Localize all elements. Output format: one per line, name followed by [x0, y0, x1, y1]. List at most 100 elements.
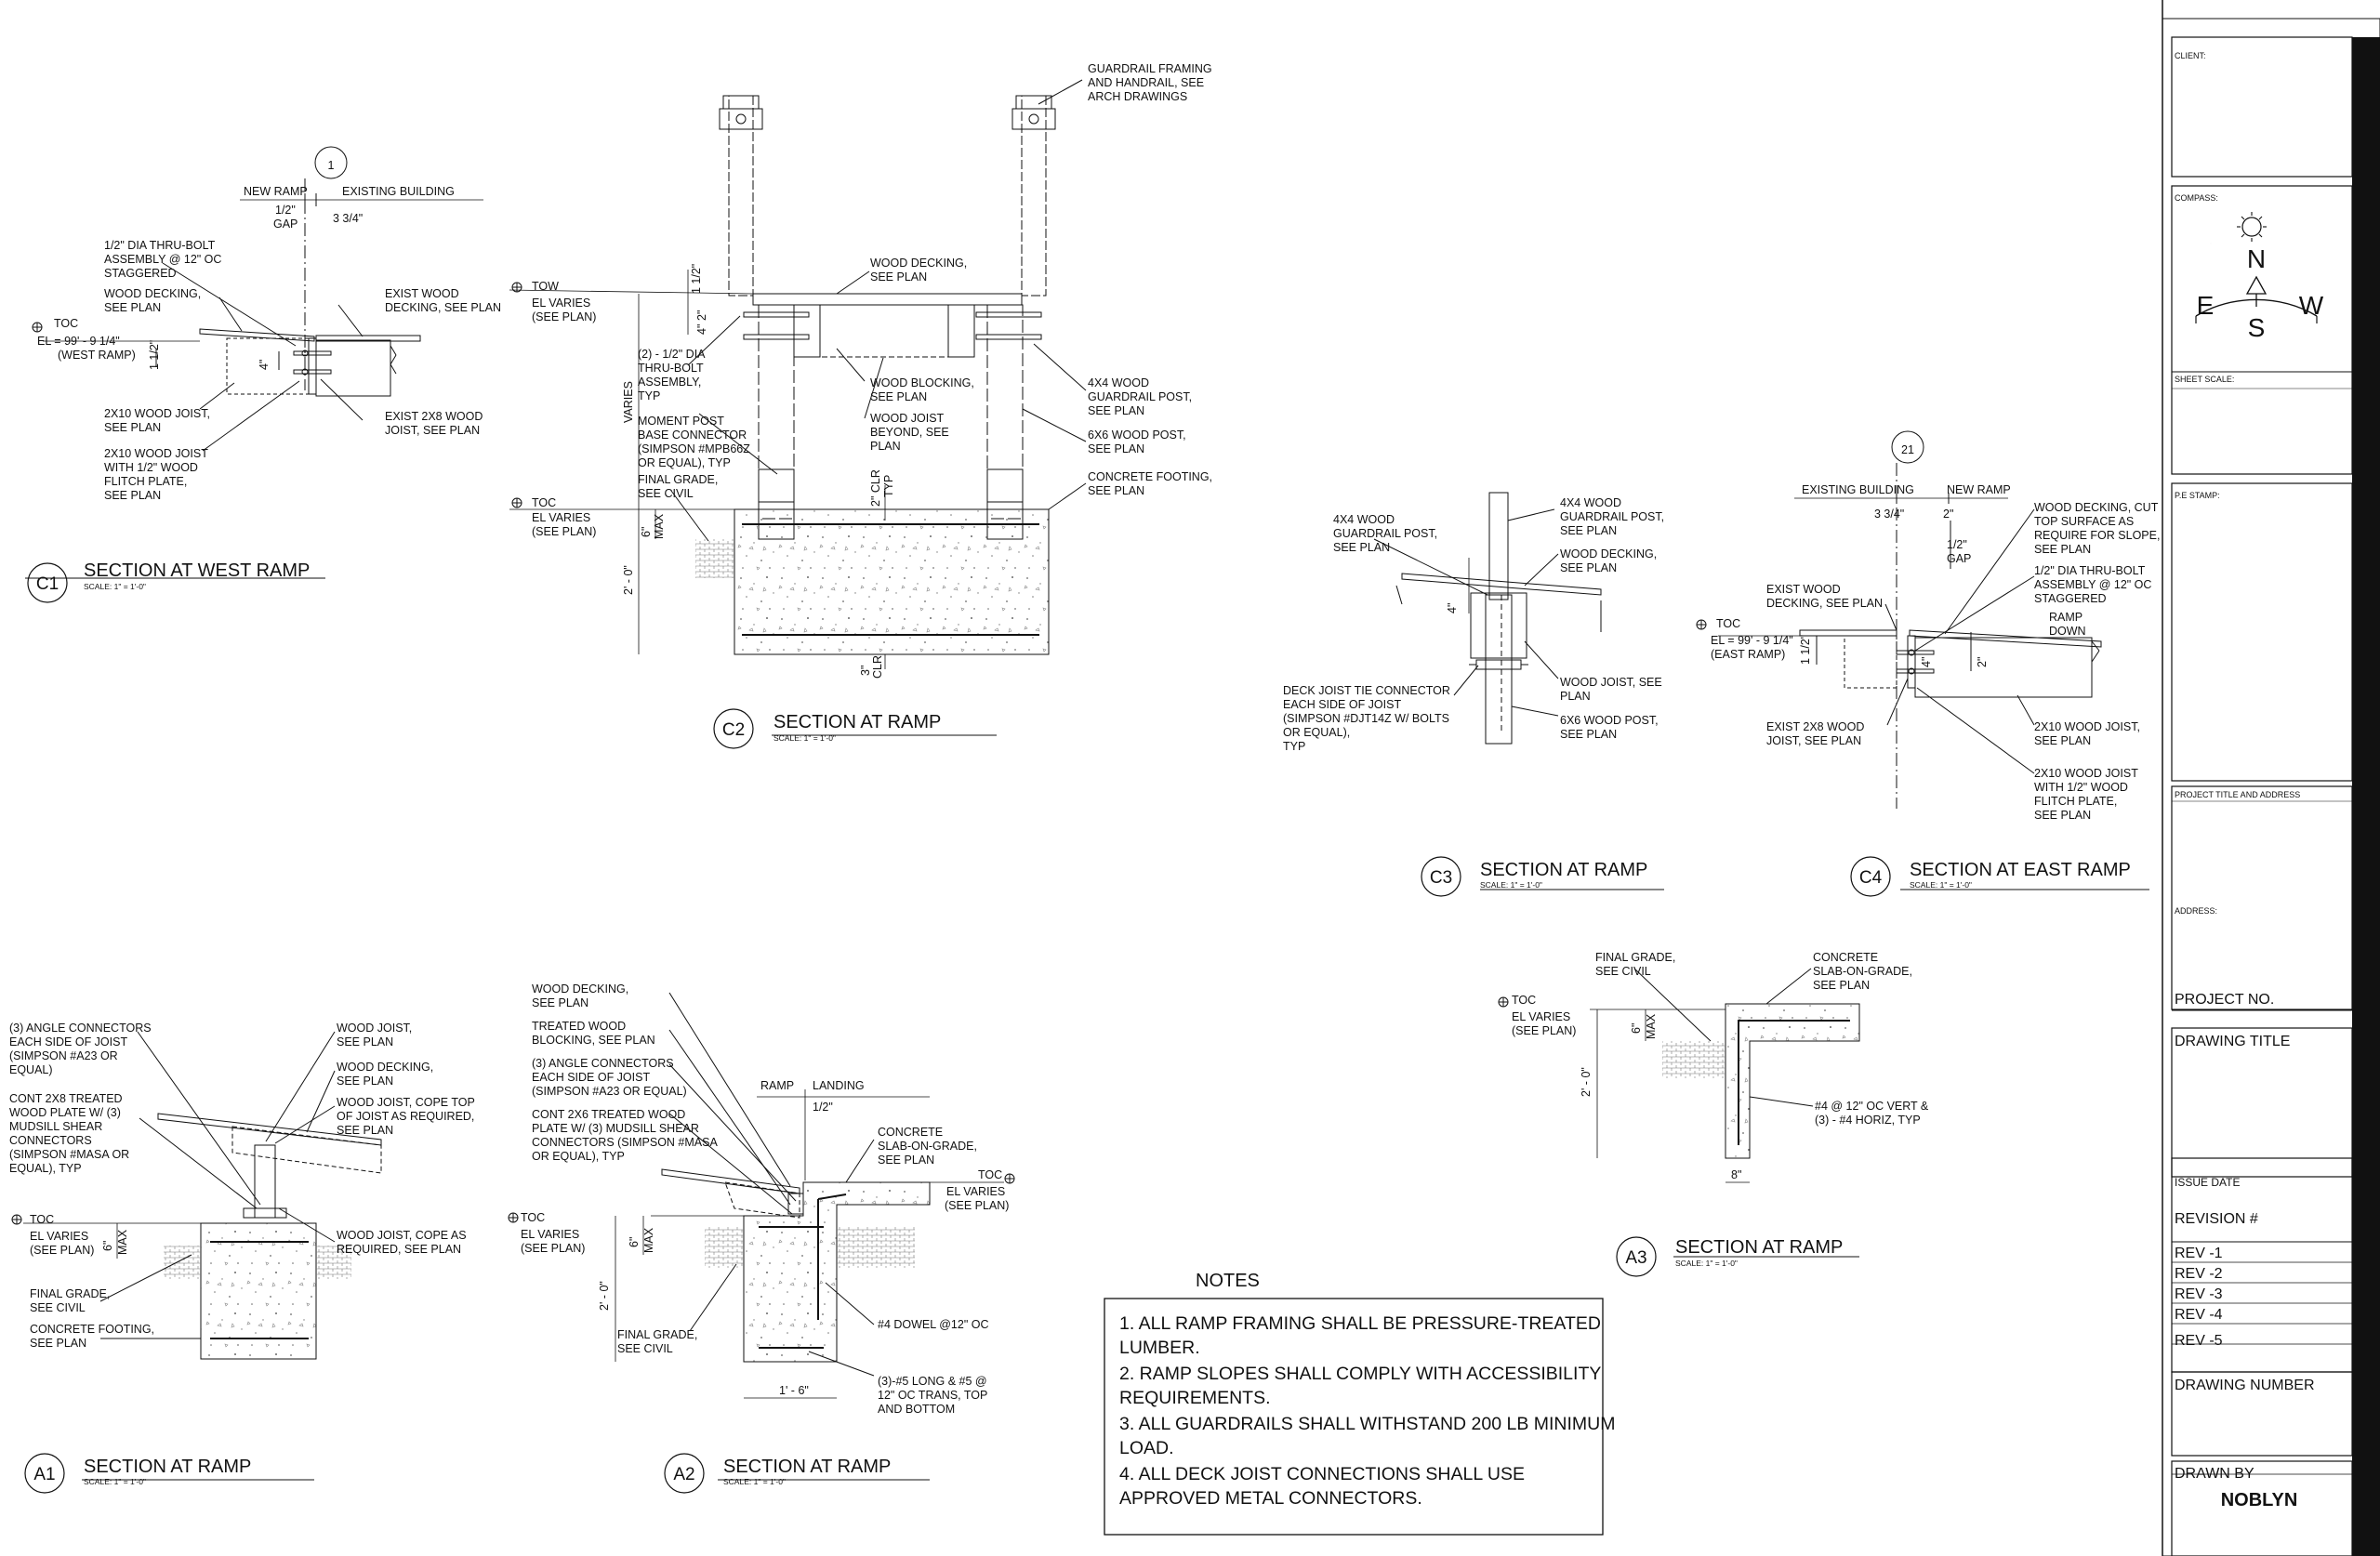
c4-bubble-text: C4: [1859, 868, 1883, 888]
detail-c2: [509, 79, 1087, 736]
c1-el-2: (WEST RAMP): [58, 349, 136, 362]
a2-dim-6: 6": [628, 1237, 641, 1247]
tb-client: CLIENT:: [2175, 51, 2206, 60]
a3-note-slab-2: SLAB-ON-GRADE,: [1813, 965, 1912, 978]
c1-note-thru-bolt-2: ASSEMBLY @ 12" OC: [104, 253, 221, 266]
c2-dim-2-clr: 2" CLR: [869, 469, 882, 507]
a3-note-slab-1: CONCRETE: [1813, 951, 1878, 964]
a2-el-varies-1: EL VARIES: [521, 1228, 579, 1241]
a2-el-varies-2: (SEE PLAN): [521, 1242, 585, 1255]
a1-note-plate-2: WOOD PLATE W/ (3): [9, 1106, 121, 1119]
c2-note-wood-decking-2: SEE PLAN: [870, 270, 927, 284]
c2-note-moment-2: BASE CONNECTOR: [638, 429, 747, 442]
tb-compass: COMPASS:: [2175, 193, 2218, 203]
a2-note-slab-1: CONCRETE: [878, 1126, 943, 1139]
tb-rev-1: REV -1: [2175, 1246, 2223, 1261]
notes-block: NOTES 1. ALL RAMP FRAMING SHALL BE PRESS…: [1104, 1271, 1616, 1536]
a3-toc-label: TOC: [1512, 994, 1536, 1007]
c1-note-2x10-2: SEE PLAN: [104, 421, 161, 434]
c1-note-flitch-3: FLITCH PLATE,: [104, 475, 187, 488]
a1-note-angle-1: (3) ANGLE CONNECTORS: [9, 1022, 152, 1035]
c3-note-tie-4: OR EQUAL),: [1283, 726, 1350, 739]
c2-title: SECTION AT RAMP: [774, 712, 941, 732]
a1-dim-6: 6": [101, 1241, 114, 1251]
c1-ref-bubble-text: 1: [328, 159, 335, 172]
c4-dim-4: 4": [1920, 657, 1933, 667]
c2-note-wood-decking-1: WOOD DECKING,: [870, 257, 967, 270]
a1-note-cope-as-1: WOOD JOIST, COPE AS: [337, 1229, 467, 1242]
a1-note-grade-1: FINAL GRADE,: [30, 1287, 110, 1300]
c1-note-wood-decking-1: WOOD DECKING,: [104, 287, 201, 300]
c2-note-thru-bolt-2: THRU-BOLT: [638, 362, 704, 375]
c2-note-guardrail-2: AND HANDRAIL, SEE: [1088, 76, 1204, 89]
c2-bubble-text: C2: [722, 720, 745, 740]
c2-dim-3: 3": [859, 666, 872, 676]
c3-note-tie-5: TYP: [1283, 740, 1305, 753]
c2-tow-label: TOW: [532, 280, 559, 293]
a1-bubble-text: A1: [33, 1465, 55, 1484]
c1-note-exist-decking-2: DECKING, SEE PLAN: [385, 301, 501, 314]
tb-project-no: PROJECT NO.: [2175, 992, 2274, 1008]
a1-section-bubble: [24, 1453, 65, 1494]
c2-dim-clr: CLR: [871, 655, 884, 679]
detail-c1-text: 1 NEW RAMP EXISTING BUILDING 1/2" GAP 3 …: [27, 159, 501, 603]
c4-note-2x10-2: SEE PLAN: [2034, 734, 2091, 747]
c2-el-varies-2: (SEE PLAN): [532, 310, 596, 323]
c1-note-exist-2x8-1: EXIST 2X8 WOOD: [385, 410, 483, 423]
c1-dim-1-1-2: 1 1/2": [148, 340, 161, 370]
c4-note-decking-3: REQUIRE FOR SLOPE,: [2034, 529, 2160, 542]
c2-note-moment-4: OR EQUAL), TYP: [638, 456, 731, 469]
a3-note-grade-1: FINAL GRADE,: [1595, 951, 1675, 964]
detail-a1: [11, 1031, 382, 1481]
detail-c4: [1696, 430, 2149, 890]
c2-note-blocking-1: WOOD BLOCKING,: [870, 376, 974, 389]
title-block-text: CLIENT: COMPASS: N S E W SHEET SCALE: P.…: [2175, 51, 2324, 1510]
a2-note-rebar-3: AND BOTTOM: [878, 1403, 955, 1416]
c1-note-flitch-1: 2X10 WOOD JOIST: [104, 447, 208, 460]
tb-rev-3: REV -3: [2175, 1286, 2223, 1302]
c4-note-thru-bolt-2: ASSEMBLY @ 12" OC: [2034, 578, 2151, 591]
c4-note-exist-2x8-2: JOIST, SEE PLAN: [1766, 734, 1861, 747]
notes-line-4: REQUIREMENTS.: [1119, 1388, 1271, 1408]
detail-c1: [25, 146, 483, 579]
c1-title: SECTION AT WEST RAMP: [84, 560, 310, 581]
notes-line-7: 4. ALL DECK JOIST CONNECTIONS SHALL USE: [1119, 1464, 1525, 1484]
c2-note-joist-1: WOOD JOIST: [870, 412, 945, 425]
tb-pe-stamp: P.E STAMP:: [2175, 491, 2220, 500]
a1-title: SECTION AT RAMP: [84, 1457, 251, 1477]
tb-rev-2: REV -2: [2175, 1266, 2223, 1282]
a2-note-slab-2: SLAB-ON-GRADE,: [878, 1140, 977, 1153]
a3-note-rebar-2: (3) - #4 HORIZ, TYP: [1815, 1114, 1921, 1127]
a2-landing-label: LANDING: [813, 1079, 865, 1092]
c1-gap-dim-1: 1/2": [275, 204, 296, 217]
a1-toc-label: TOC: [30, 1213, 54, 1226]
c1-note-2x10-1: 2X10 WOOD JOIST,: [104, 407, 210, 420]
a3-note-slab-3: SEE PLAN: [1813, 979, 1870, 992]
a2-note-decking-1: WOOD DECKING,: [532, 982, 628, 996]
tb-drawn-by: DRAWN BY: [2175, 1466, 2254, 1482]
a2-title: SECTION AT RAMP: [723, 1457, 891, 1477]
c1-dim-4: 4": [258, 360, 271, 370]
c2-el-toc-1: EL VARIES: [532, 511, 590, 524]
c4-scale: SCALE: 1" = 1'-0": [1910, 880, 1972, 890]
notes-line-6: LOAD.: [1119, 1438, 1174, 1458]
notes-heading: NOTES: [1196, 1271, 1260, 1291]
detail-c4-text: 21 EXISTING BUILDING NEW RAMP 3 3/4" 2" …: [1711, 443, 2160, 897]
notes-box: [1104, 1298, 1604, 1536]
c2-note-footing-2: SEE PLAN: [1088, 484, 1144, 497]
c1-note-wood-decking-2: SEE PLAN: [104, 301, 161, 314]
c4-el-1: EL = 99' - 9 1/4": [1711, 634, 1793, 647]
a2-section-bubble: [664, 1453, 705, 1494]
c2-note-thru-bolt-1: (2) - 1/2" DIA: [638, 348, 706, 361]
c1-new-ramp-label: NEW RAMP: [244, 185, 308, 198]
a3-note-rebar-1: #4 @ 12" OC VERT &: [1815, 1100, 1929, 1113]
a3-dim-8: 8": [1731, 1168, 1741, 1181]
c4-existing-building-label: EXISTING BUILDING: [1802, 483, 1914, 496]
detail-a3-text: FINAL GRADE, SEE CIVIL CONCRETE SLAB-ON-…: [1512, 951, 1929, 1277]
a1-note-cope-as-2: REQUIRED, SEE PLAN: [337, 1243, 461, 1256]
a2-note-angle-2: EACH SIDE OF JOIST: [532, 1071, 650, 1084]
c1-toc-label: TOC: [54, 317, 78, 330]
a1-note-angle-2: EACH SIDE OF JOIST: [9, 1035, 127, 1048]
detail-c3-text: 4X4 WOOD GUARDRAIL POST, SEE PLAN 4X4 WO…: [1283, 496, 1664, 897]
c2-note-guardrail-3: ARCH DRAWINGS: [1088, 90, 1187, 103]
